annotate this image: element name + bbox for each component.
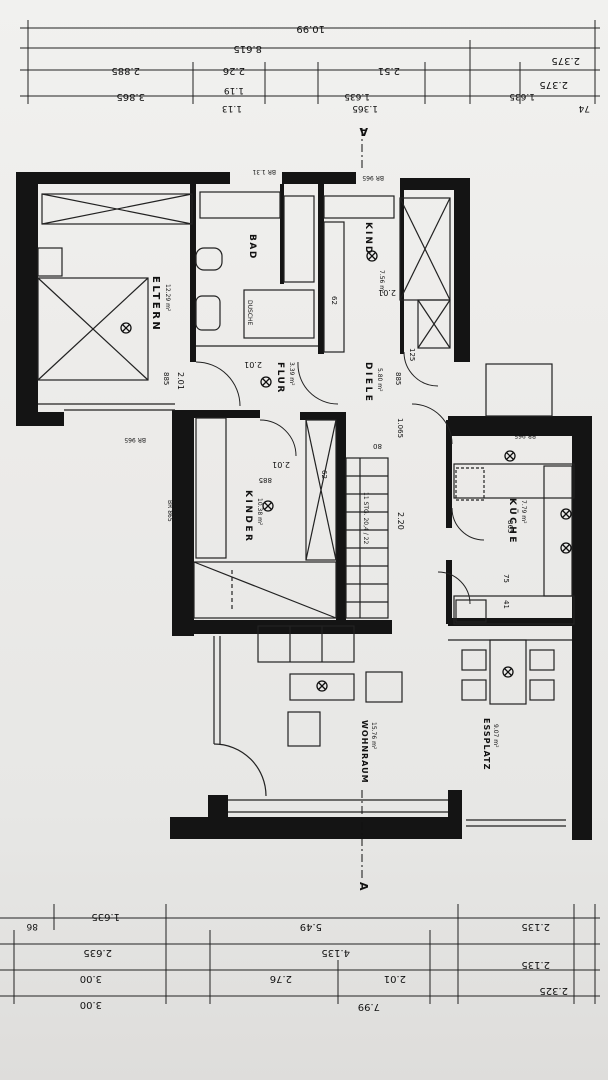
room-kind: KIND 7.56 m² xyxy=(363,222,385,294)
dim-top-row4-b: 1.13 xyxy=(222,103,242,113)
dim-bottom-row5-a: 1.635 xyxy=(91,911,120,922)
inner-dim-5: 2.01 xyxy=(378,288,396,297)
room-eltern-name: ELTERN xyxy=(150,276,161,332)
room-bad-name: BAD xyxy=(247,234,257,260)
dim-bottom-row2-a: 3.00 xyxy=(80,999,102,1010)
lintel-label-5: BR 965 xyxy=(514,432,536,439)
dim-bottom-row3-b: 4.135 xyxy=(321,947,350,958)
room-kueche-name: KÜCHE xyxy=(507,498,518,545)
dim-bottom-row4-b: 5.49 xyxy=(300,921,322,932)
room-kinder: KINDER 10.38 m² xyxy=(243,490,263,543)
room-diele-area: 5.80 m² xyxy=(376,368,383,392)
room-essplatz-area: 9.07 m² xyxy=(492,724,499,748)
lintel-label-2: BR 965 xyxy=(362,174,384,181)
room-diele-name: DIELE xyxy=(363,362,373,403)
dim-top-row4-f: 1.635 xyxy=(509,91,535,101)
lintel-label-1: BR 1.31 xyxy=(252,168,276,175)
room-flur-name: FLUR xyxy=(275,362,285,394)
inner-dim-12: 75 xyxy=(502,574,510,583)
stair-label: 11 STG. 20,4 / 22 xyxy=(362,492,369,544)
room-wohnraum-area: 15.76 m² xyxy=(370,722,377,750)
inner-dim-1: 2.01 xyxy=(176,372,185,390)
room-kind-area: 7.56 m² xyxy=(378,270,385,294)
lintel-label-4: BR 865 xyxy=(166,500,173,522)
door-swings xyxy=(195,351,485,605)
inner-dim-16: 865 xyxy=(506,520,514,533)
inner-dim-13: 41 xyxy=(502,600,510,609)
dim-top-row4-a: 3.865 xyxy=(116,91,145,102)
walls xyxy=(16,172,592,840)
room-wohnraum-name: WOHNRAUM xyxy=(360,720,369,784)
room-flur-area: 3.39 m² xyxy=(288,362,295,386)
section-marker-bottom: A xyxy=(357,882,370,891)
dim-top-row2-b: 2.375 xyxy=(551,55,580,66)
inner-dim-8: 2.20 xyxy=(396,512,405,530)
dusche-label: DUSCHE xyxy=(246,300,253,326)
dim-bottom-total: 7.99 xyxy=(358,1001,380,1012)
dim-bottom-row2-d: 2.325 xyxy=(539,985,568,996)
dim-bottom-row2-b: 2.76 xyxy=(270,973,292,984)
room-eltern: ELTERN 12.29 m² xyxy=(150,276,171,332)
dim-top-row4-g: 74 xyxy=(578,103,590,113)
dim-top-row4-e: 1.365 xyxy=(352,103,378,113)
fixtures xyxy=(37,191,575,827)
room-kinder-area: 10.38 m² xyxy=(256,498,263,526)
inner-dimensions: 2.01 885 2.01 62 2.01 885 1.065 2.20 2.0… xyxy=(162,288,514,609)
room-diele: DIELE 5.80 m² xyxy=(363,362,383,403)
room-bad: BAD DUSCHE xyxy=(246,234,257,326)
dim-bottom-row2-c: 2.01 xyxy=(384,973,406,984)
inner-dim-7: 1.065 xyxy=(396,418,404,438)
dim-bottom-row3-a: 3.00 xyxy=(80,973,102,984)
dim-bottom-row3-c: 2.135 xyxy=(521,959,550,970)
room-essplatz: ESSPLATZ 9.07 m² xyxy=(482,718,499,770)
dim-top-row3-a: 2.885 xyxy=(111,65,140,76)
dim-top-total: 10.99 xyxy=(296,23,325,34)
dim-bottom-row5-b: 86 xyxy=(26,921,38,931)
room-wohnraum: WOHNRAUM 15.76 m² xyxy=(360,720,377,784)
inner-dim-9: 2.01 xyxy=(272,460,290,469)
section-line-top: A xyxy=(359,125,368,168)
dim-top-row3-b: 2.26 xyxy=(223,65,245,76)
room-eltern-area: 12.29 m² xyxy=(164,284,171,312)
section-marker-top: A xyxy=(359,125,368,138)
room-kind-name: KIND xyxy=(363,222,373,255)
dim-top-row3-c: 2.51 xyxy=(378,65,400,76)
light-outlets xyxy=(120,250,572,692)
inner-dim-14: 80 xyxy=(373,442,382,450)
dim-top-row4-c: 1.19 xyxy=(224,85,244,95)
inner-dim-10: 885 xyxy=(259,476,272,484)
inner-dim-3: 2.01 xyxy=(244,360,262,369)
dim-top-row3-d: 2.375 xyxy=(539,79,568,90)
dim-top-row4-d: 1.635 xyxy=(344,91,370,101)
dim-top-row2-a: 8.615 xyxy=(233,43,262,54)
section-line-bottom: A xyxy=(357,790,370,891)
inner-dim-11: 62 xyxy=(320,470,328,479)
dim-bottom-row4-c: 2.135 xyxy=(521,921,550,932)
dim-bottom-row4-a: 2.635 xyxy=(83,947,112,958)
room-essplatz-name: ESSPLATZ xyxy=(482,718,491,770)
room-kueche: KÜCHE 7.79 m² xyxy=(507,498,527,545)
top-dimension-chains xyxy=(20,20,600,104)
inner-dim-2: 885 xyxy=(162,372,170,385)
lintel-label-3: BR 965 xyxy=(124,436,146,443)
bottom-dimension-chains xyxy=(0,904,600,1004)
inner-dim-6: 885 xyxy=(394,372,402,385)
room-flur: FLUR 3.39 m² xyxy=(275,362,295,394)
inner-dim-4: 62 xyxy=(330,296,338,305)
inner-dim-15: 125 xyxy=(408,348,416,361)
room-kueche-area: 7.79 m² xyxy=(520,500,527,524)
room-kinder-name: KINDER xyxy=(243,490,253,543)
